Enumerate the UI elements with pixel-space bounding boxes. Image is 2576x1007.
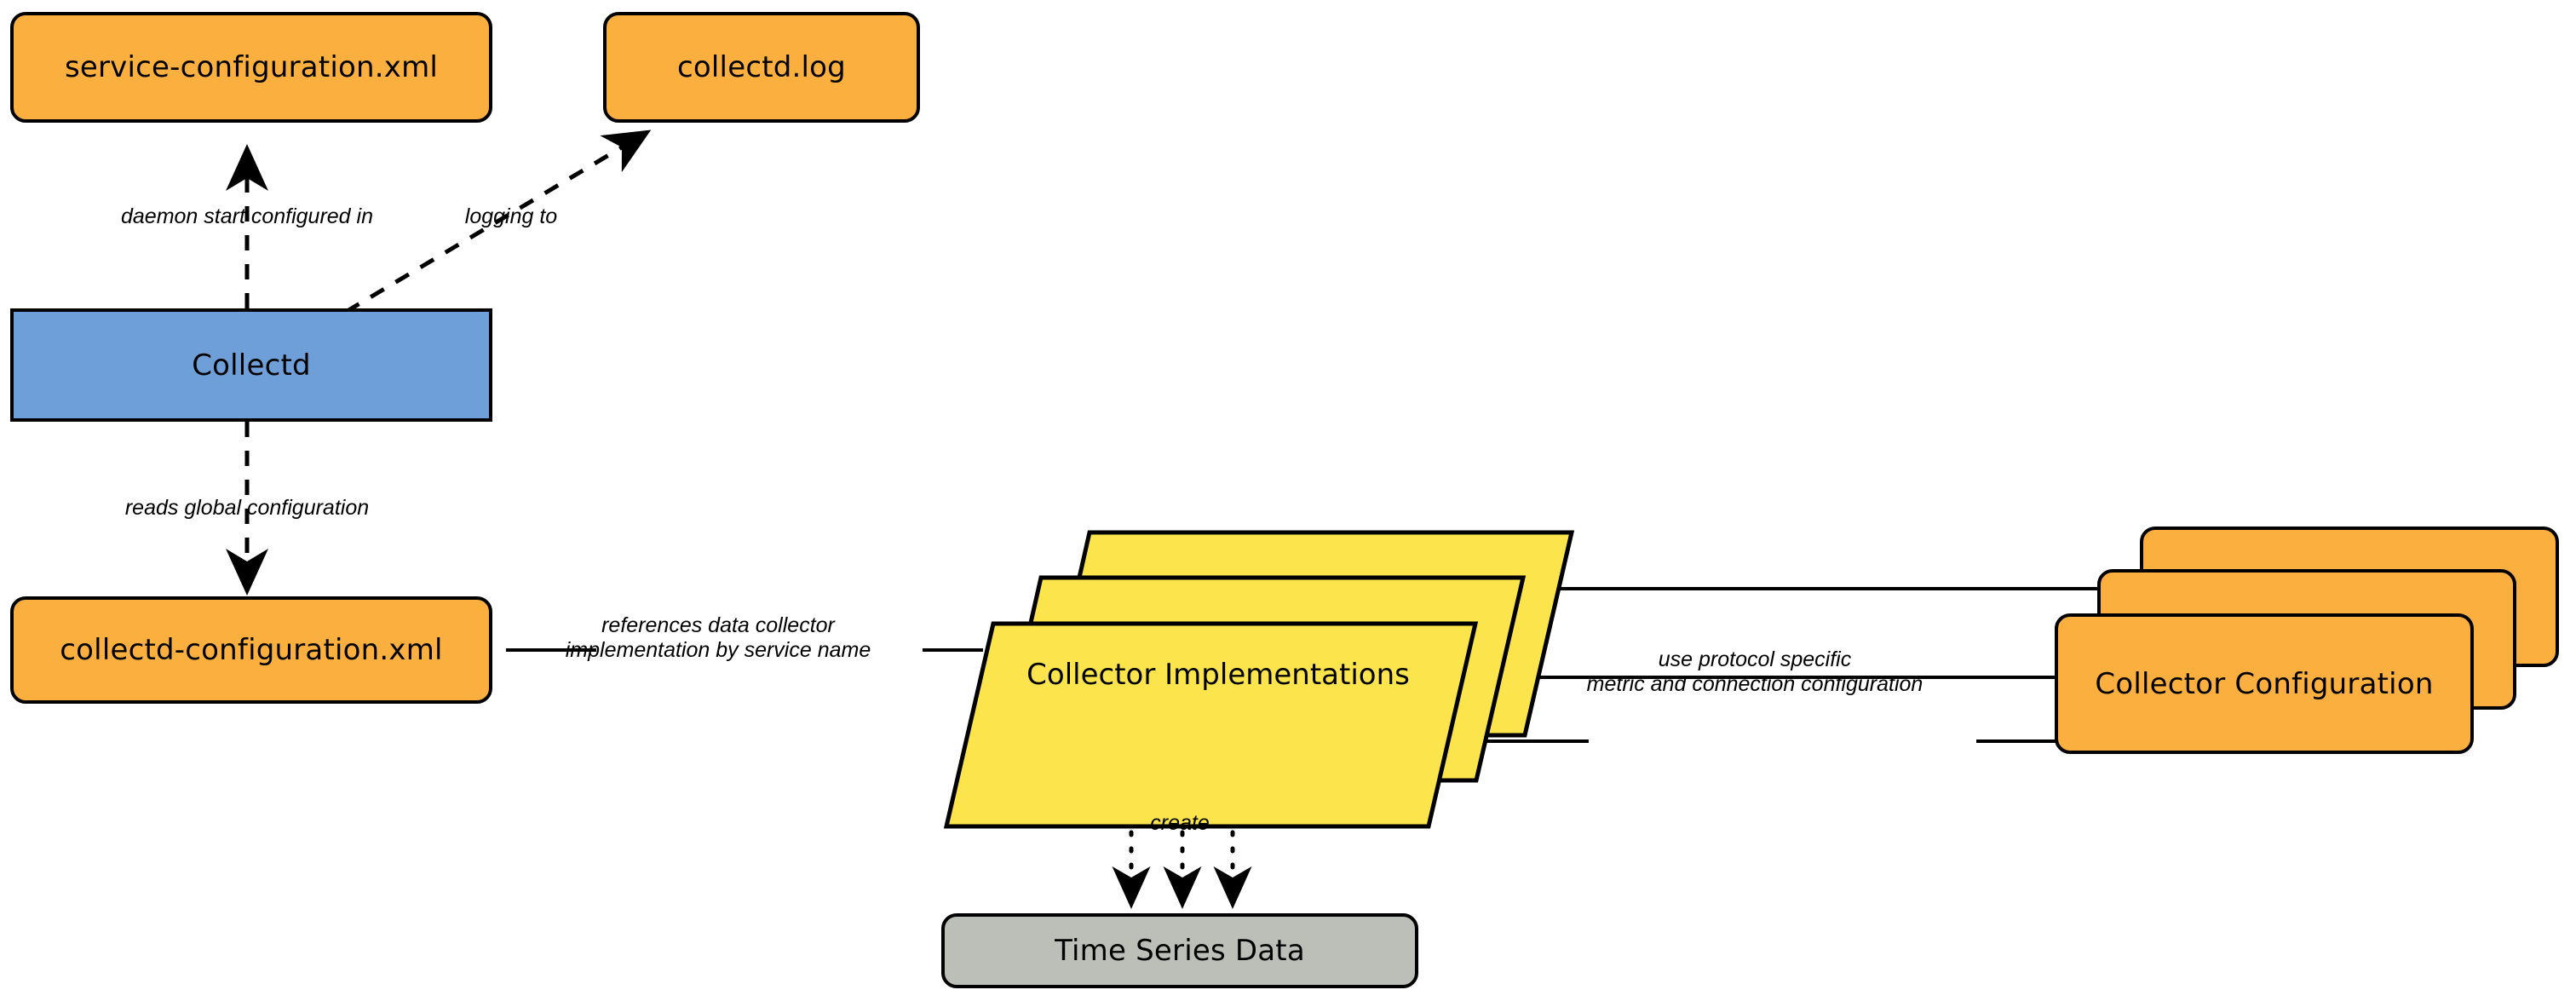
collector-implementations-shape[interactable] (943, 530, 1575, 829)
node-collector-configuration[interactable]: Collector Configuration (2055, 613, 2474, 754)
collector-implementations-stack-front (943, 621, 1479, 829)
node-collectd[interactable]: Collectd (10, 308, 492, 422)
node-service-configuration-xml[interactable]: service-configuration.xml (10, 12, 492, 123)
node-collectd-log[interactable]: collectd.log (603, 12, 920, 123)
node-collectd-configuration-xml[interactable]: collectd-configuration.xml (10, 596, 492, 704)
edge-create (1112, 749, 1252, 909)
node-collectd-log-label: collectd.log (677, 50, 846, 84)
node-collectd-label: Collectd (192, 348, 311, 383)
node-time-series-data-label: Time Series Data (1055, 934, 1305, 968)
node-service-configuration-xml-label: service-configuration.xml (64, 50, 439, 84)
node-collector-configuration-label: Collector Configuration (2095, 666, 2434, 701)
edge-logging-to (344, 129, 652, 314)
node-collectd-configuration-xml-label: collectd-configuration.xml (60, 633, 443, 667)
node-time-series-data[interactable]: Time Series Data (941, 913, 1418, 988)
